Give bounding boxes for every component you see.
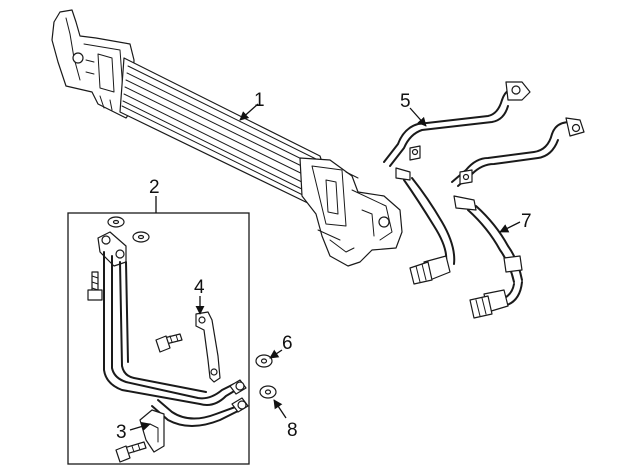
outlet-hose-5 [383, 81, 531, 285]
callout-leaders [129, 103, 521, 431]
tube-kit-frame [67, 212, 250, 465]
cooler-tube-assembly [87, 216, 249, 463]
callout-6: 6 [282, 333, 293, 354]
callout-4: 4 [194, 277, 205, 298]
callout-8: 8 [287, 420, 298, 441]
callout-5: 5 [400, 91, 411, 112]
washer-6 [255, 354, 273, 368]
callout-1: 1 [254, 90, 265, 111]
callout-3: 3 [116, 422, 127, 443]
oil-cooler [51, 9, 403, 267]
inlet-hose-7 [451, 117, 585, 319]
callout-7: 7 [521, 211, 532, 232]
washer-8 [259, 385, 277, 399]
callout-2: 2 [149, 177, 160, 198]
